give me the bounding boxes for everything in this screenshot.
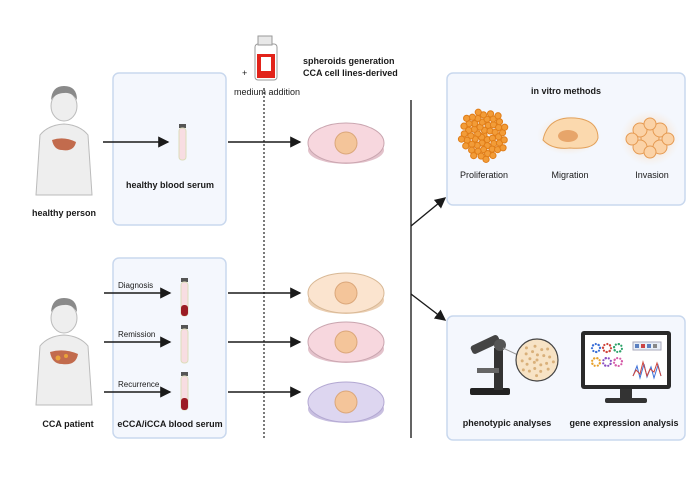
stage-recurrence: Recurrence	[118, 380, 160, 389]
stage-remission: Remission	[118, 330, 156, 339]
petri-dish-recurrence	[307, 381, 385, 423]
patient-serum-panel	[112, 257, 227, 439]
microscope-icon	[470, 335, 559, 395]
healthy-person-illustration	[35, 86, 93, 196]
method-proliferation: Proliferation	[459, 170, 509, 180]
petri-dish-remission	[307, 321, 385, 363]
cca-serum-label: eCCA/iCCA blood serum	[117, 419, 223, 429]
healthy-person-label: healthy person	[31, 208, 97, 218]
tube-remission	[180, 325, 189, 364]
cca-patient-label: CCA patient	[42, 419, 94, 429]
phenotypic-label: phenotypic analyses	[462, 418, 552, 428]
medium-addition-label: medium addition	[234, 87, 301, 97]
method-invasion: Invasion	[635, 170, 669, 180]
method-migration: Migration	[551, 170, 589, 180]
computer-monitor-icon	[581, 331, 671, 403]
tube-diagnosis	[180, 278, 189, 317]
arrow-to-analyses	[410, 293, 447, 321]
proliferation-icon	[457, 108, 509, 163]
medium-flask-icon	[254, 35, 278, 81]
header-line-2: CCA cell lines-derived	[303, 68, 398, 78]
invasion-icon	[620, 110, 680, 166]
gene-expression-label: gene expression analysis	[569, 418, 679, 428]
header-line-1: spheroids generation	[303, 56, 395, 66]
tube-recurrence	[180, 372, 189, 411]
petri-dish-diagnosis	[307, 272, 385, 314]
stage-diagnosis: Diagnosis	[118, 281, 154, 290]
healthy-serum-panel	[112, 72, 227, 226]
in-vitro-title: in vitro methods	[530, 86, 602, 96]
cca-patient-illustration	[35, 298, 93, 406]
healthy-serum-label: healthy blood serum	[125, 180, 215, 190]
petri-dish-healthy	[307, 122, 385, 164]
arrow-to-in-vitro	[410, 197, 447, 227]
migration-icon	[537, 115, 601, 155]
plus-sign: +	[242, 68, 248, 78]
tube-healthy	[178, 124, 187, 161]
